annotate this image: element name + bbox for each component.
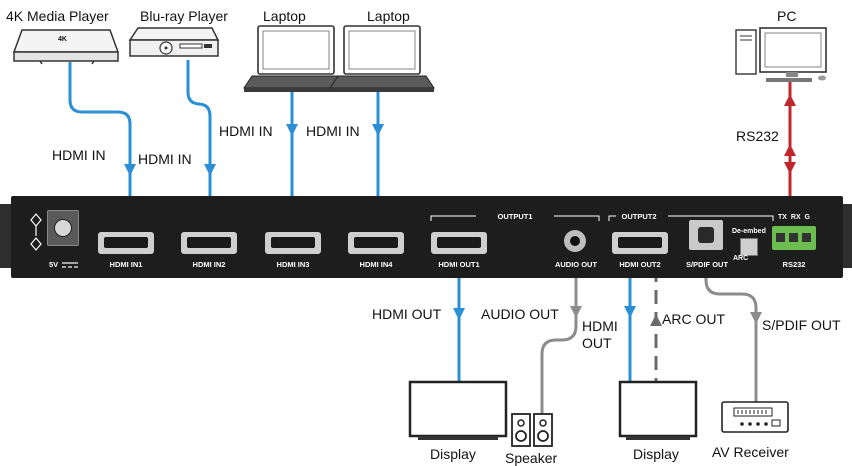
hdmi-in4-label: HDMI IN4 [359, 260, 393, 269]
speaker-icon [511, 413, 553, 447]
de-embed-label: De-embed [732, 228, 766, 235]
panel-ear-left [0, 204, 12, 268]
display2-label: Display [633, 446, 679, 462]
arrow-down-icon [570, 306, 582, 318]
arrow-down-icon [124, 164, 136, 176]
pc-label: PC [777, 8, 797, 24]
power-connector[interactable] [47, 210, 79, 246]
arrow-down-icon [784, 162, 796, 174]
pc-icon [735, 27, 827, 82]
hdmi-in-4-label: HDMI IN [306, 123, 360, 139]
ground-symbol-icon [30, 213, 42, 251]
arc-out-label: ARC OUT [662, 311, 725, 327]
arrow-up-icon [784, 144, 796, 156]
audio-jack-hole-icon [570, 236, 580, 246]
laptop1-label: Laptop [263, 8, 306, 24]
optical-port-icon [698, 227, 714, 243]
arrow-down-icon [372, 124, 384, 136]
arrow-down-icon [204, 164, 216, 176]
laptop-icon [243, 25, 349, 92]
hdmi-in-1-label: HDMI IN [52, 147, 106, 163]
output2-bracket [608, 215, 774, 221]
arrow-down-icon [286, 124, 298, 136]
laptop-icon [329, 25, 435, 92]
av-receiver-label: AV Receiver [712, 444, 789, 460]
audio-out-jack[interactable] [564, 230, 586, 252]
terminal-screw-icon [776, 233, 785, 242]
media-player-icon [12, 29, 120, 65]
speaker-label: Speaker [505, 450, 558, 466]
bluray-player-icon [128, 27, 220, 57]
spdif-out-label-ext: S/PDIF OUT [762, 317, 841, 333]
rs232-pins-label: TX RX G [778, 214, 811, 221]
rs232-terminal[interactable] [772, 226, 816, 250]
terminal-screw-icon [789, 233, 798, 242]
arrow-up-icon [650, 314, 662, 326]
hdmi-in3-label: HDMI IN3 [276, 260, 310, 269]
arrow-up-icon [784, 94, 796, 106]
spdif-out-label: S/PDIF OUT [685, 260, 729, 269]
hdmi-out-2-label-line2: OUT [582, 335, 612, 351]
hdmi-out1-label: HDMI OUT1 [438, 260, 480, 269]
av-receiver-icon [721, 401, 789, 433]
hdmi-out2-port[interactable] [612, 232, 668, 254]
display1-label: Display [430, 446, 476, 462]
media-player-label: 4K Media Player [6, 8, 109, 24]
display-icon [618, 380, 698, 440]
dc-symbol-icon [62, 262, 78, 268]
hdmi-out1-port[interactable] [431, 232, 487, 254]
terminal-screw-icon [802, 233, 811, 242]
hdmi-in-cable-2 [186, 60, 212, 236]
media-player-badge: 4K [58, 36, 67, 43]
arrow-down-icon [750, 312, 762, 324]
hdmi-in4-port[interactable] [348, 232, 404, 254]
spdif-out-port[interactable] [689, 220, 723, 250]
arrow-down-icon [453, 308, 465, 320]
hdmi-in1-label: HDMI IN1 [109, 260, 143, 269]
hdmi-in-3-label: HDMI IN [219, 123, 273, 139]
power-socket-icon [54, 219, 72, 237]
hdmi-in-2-label: HDMI IN [138, 151, 192, 167]
panel-ear-right [840, 204, 852, 268]
display-icon [408, 380, 508, 440]
hdmi-in3-port[interactable] [265, 232, 321, 254]
bluray-player-label: Blu-ray Player [140, 8, 228, 24]
output1-bracket [430, 215, 600, 221]
power-label: 5V [49, 260, 59, 269]
audio-out-cable [540, 240, 578, 414]
output2-group-label: OUTPUT2 [621, 212, 657, 221]
hdmi-in-cable-1 [68, 62, 132, 236]
arc-label: ARC [733, 255, 749, 262]
hdmi-in2-label: HDMI IN2 [192, 260, 226, 269]
hdmi-out2-label: HDMI OUT2 [619, 260, 661, 269]
rs232-panel-label: RS232 [782, 260, 806, 269]
hdmi-in1-port[interactable] [98, 232, 154, 254]
hdmi-in2-port[interactable] [181, 232, 237, 254]
hdmi-out-2-label-line1: HDMI [582, 318, 618, 334]
audio-out-label: AUDIO OUT [554, 260, 598, 269]
audio-out-label-ext: AUDIO OUT [481, 306, 559, 322]
output1-group-label: OUTPUT1 [497, 212, 533, 221]
spdif-out-cable [704, 240, 758, 402]
laptop2-label: Laptop [367, 8, 410, 24]
rs232-label: RS232 [736, 128, 779, 144]
de-embed-arc-switch[interactable] [740, 238, 758, 256]
hdmi-out-1-label: HDMI OUT [372, 306, 442, 322]
arrow-down-icon [624, 306, 636, 318]
